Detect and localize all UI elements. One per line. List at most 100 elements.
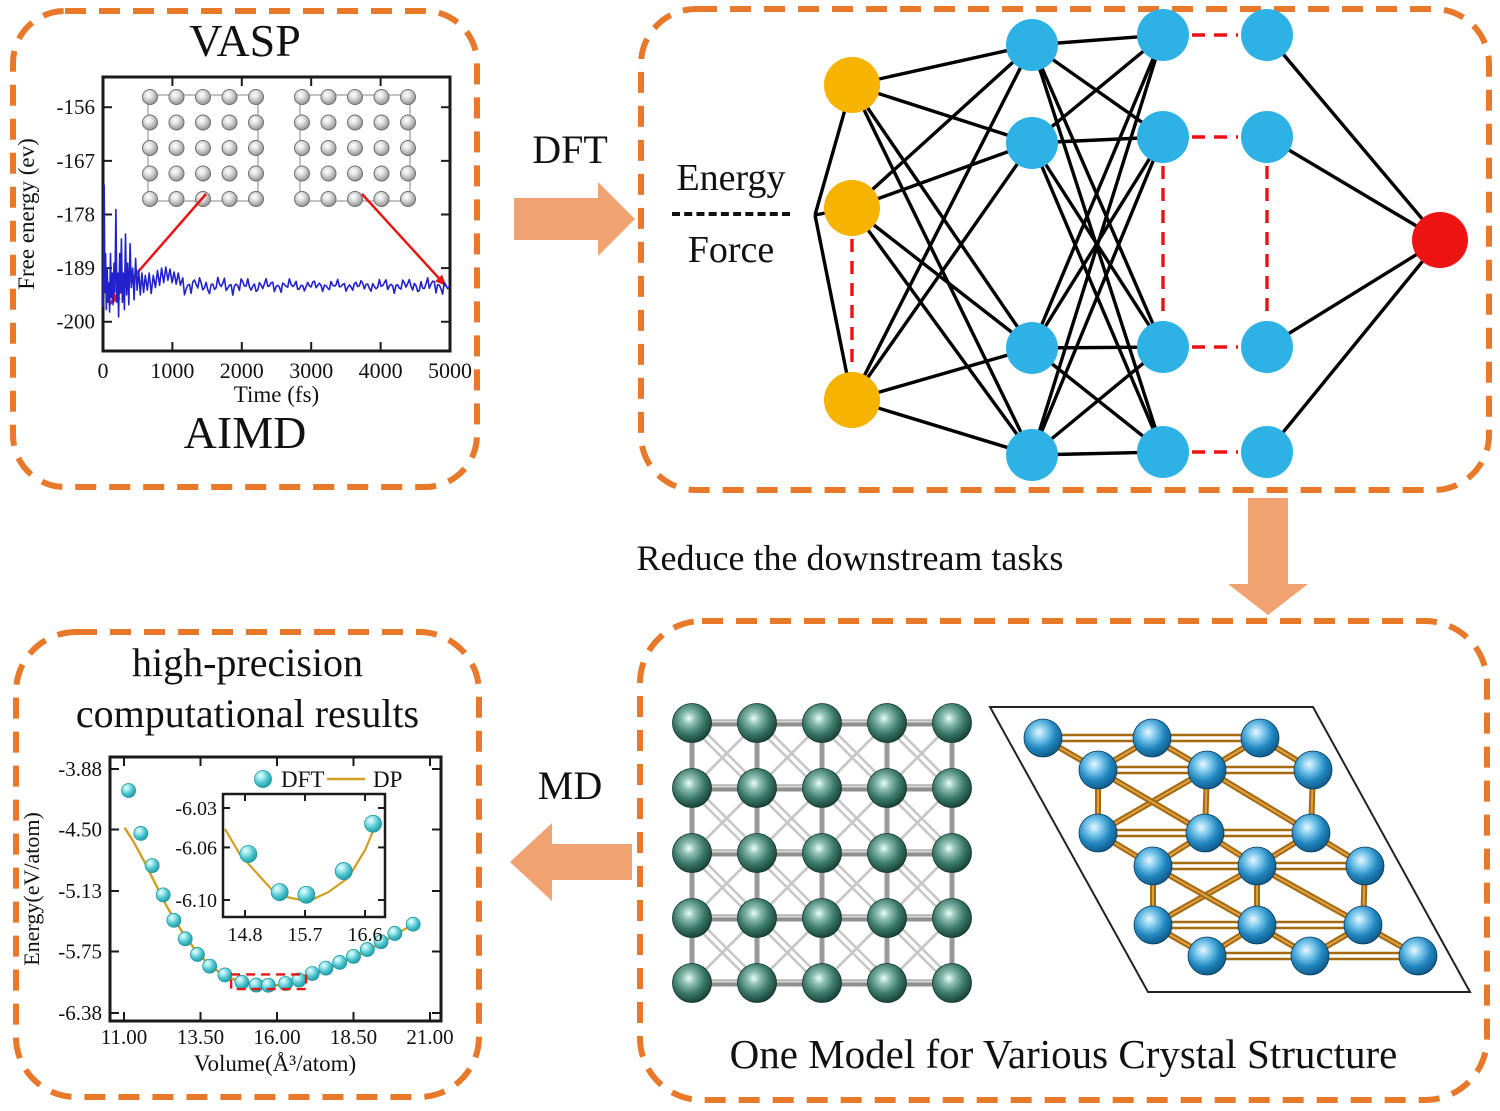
atom (400, 114, 416, 131)
blue-atom (1343, 905, 1383, 945)
dft-point (121, 783, 136, 798)
hidden-layer-1-node (1006, 429, 1058, 481)
atom (347, 89, 363, 105)
inset-dft-point (297, 885, 316, 904)
dft-point (332, 955, 348, 970)
input-layer-node (824, 372, 880, 428)
green-atom (672, 768, 712, 808)
hidden-layer-1-node (1006, 117, 1058, 169)
y-tick-label: -5.75 (58, 940, 102, 964)
panel-border (637, 618, 1490, 1103)
y-tick-label: -167 (57, 149, 96, 173)
vasp-title: VASP (189, 15, 301, 66)
atom (221, 191, 238, 207)
green-atom (802, 703, 842, 743)
green-atom (932, 963, 972, 1003)
reduce-tasks-label: Reduce the downstream tasks (636, 538, 1064, 578)
network-red-links (850, 33, 1269, 454)
green-atom (737, 768, 777, 808)
dft-points (121, 783, 421, 993)
green-atom (672, 963, 712, 1003)
atom (373, 191, 390, 207)
blue-atom (1398, 936, 1438, 976)
atom (400, 191, 416, 207)
x-tick-label: 3000 (289, 358, 333, 383)
atom-snapshot (294, 89, 416, 207)
atom (400, 140, 416, 156)
green-atom (867, 833, 907, 873)
green-atom (802, 898, 842, 938)
atom (373, 114, 390, 131)
hidden-layer-2-node (1137, 111, 1189, 163)
inset-x-tick-label: 14.8 (228, 924, 263, 946)
panel-crystals: One Model for Various Crystal Structure (637, 618, 1490, 1103)
atom (221, 140, 238, 156)
x-tick-label: 11.00 (101, 1025, 147, 1049)
inset-y-tick-label: -6.06 (175, 837, 217, 859)
x-tick-label: 5000 (428, 358, 472, 383)
x-tick-label: 1000 (150, 358, 194, 383)
blue-atom (1187, 936, 1227, 976)
atom (195, 114, 211, 131)
green-atom (737, 963, 777, 1003)
inset-x-tick-label: 16.6 (348, 924, 383, 946)
md-left-arrow-icon (510, 823, 632, 901)
blue-atom (1187, 750, 1227, 790)
dft-point (387, 926, 403, 941)
legend-dft-label: DFT (281, 767, 324, 792)
blue-atom (1237, 846, 1277, 886)
hidden-layer-3-node (1241, 9, 1293, 61)
blue-atom (1290, 936, 1330, 976)
blue-atom (1240, 718, 1280, 758)
atom (400, 89, 416, 105)
blue-atom (1023, 718, 1063, 758)
dft-point (405, 916, 421, 932)
x-tick-label: 4000 (359, 358, 403, 383)
atom (142, 165, 158, 182)
green-atom (867, 768, 907, 808)
blue-atom (1345, 846, 1385, 886)
panel-border (13, 629, 482, 1100)
blue-atom (1133, 846, 1173, 886)
hidden-layer-3-node (1241, 321, 1293, 373)
hidden-layer-2-node (1137, 426, 1189, 478)
atom (195, 140, 211, 156)
inset-dft-point (364, 814, 382, 833)
dft-point (304, 966, 320, 981)
dash-divider (672, 212, 790, 216)
atom (400, 165, 416, 182)
dft-point (373, 934, 389, 950)
green-atom (802, 963, 842, 1003)
green-atom (867, 703, 907, 743)
atom (221, 165, 238, 182)
y-tick-label: -5.13 (58, 879, 102, 903)
force-label: Force (687, 229, 775, 271)
blue-atom (1078, 750, 1118, 790)
results-title-line2: computational results (75, 691, 420, 736)
inset-dft-point (270, 883, 289, 901)
results-title: high-precision computational results (13, 637, 482, 739)
green-atom (737, 703, 777, 743)
aimd-title: AIMD (183, 407, 307, 458)
atom (248, 165, 264, 182)
hidden-layer-1-node (1006, 322, 1058, 374)
hidden-layer-2-node (1137, 9, 1189, 61)
dft-point (217, 967, 233, 983)
x-tick-label: 13.50 (177, 1025, 224, 1049)
green-atom (867, 963, 907, 1003)
y-tick-label: -6.38 (58, 1001, 102, 1025)
energy-label: Energy (676, 157, 786, 199)
y-axis-label: Free energy (ev) (14, 138, 39, 290)
atom (320, 140, 337, 156)
inset-dft-point (334, 862, 353, 880)
dft-point (144, 858, 160, 874)
y-tick-label: -4.50 (58, 818, 102, 842)
dft-arrow-label: DFT (532, 127, 608, 172)
atom (294, 140, 310, 156)
